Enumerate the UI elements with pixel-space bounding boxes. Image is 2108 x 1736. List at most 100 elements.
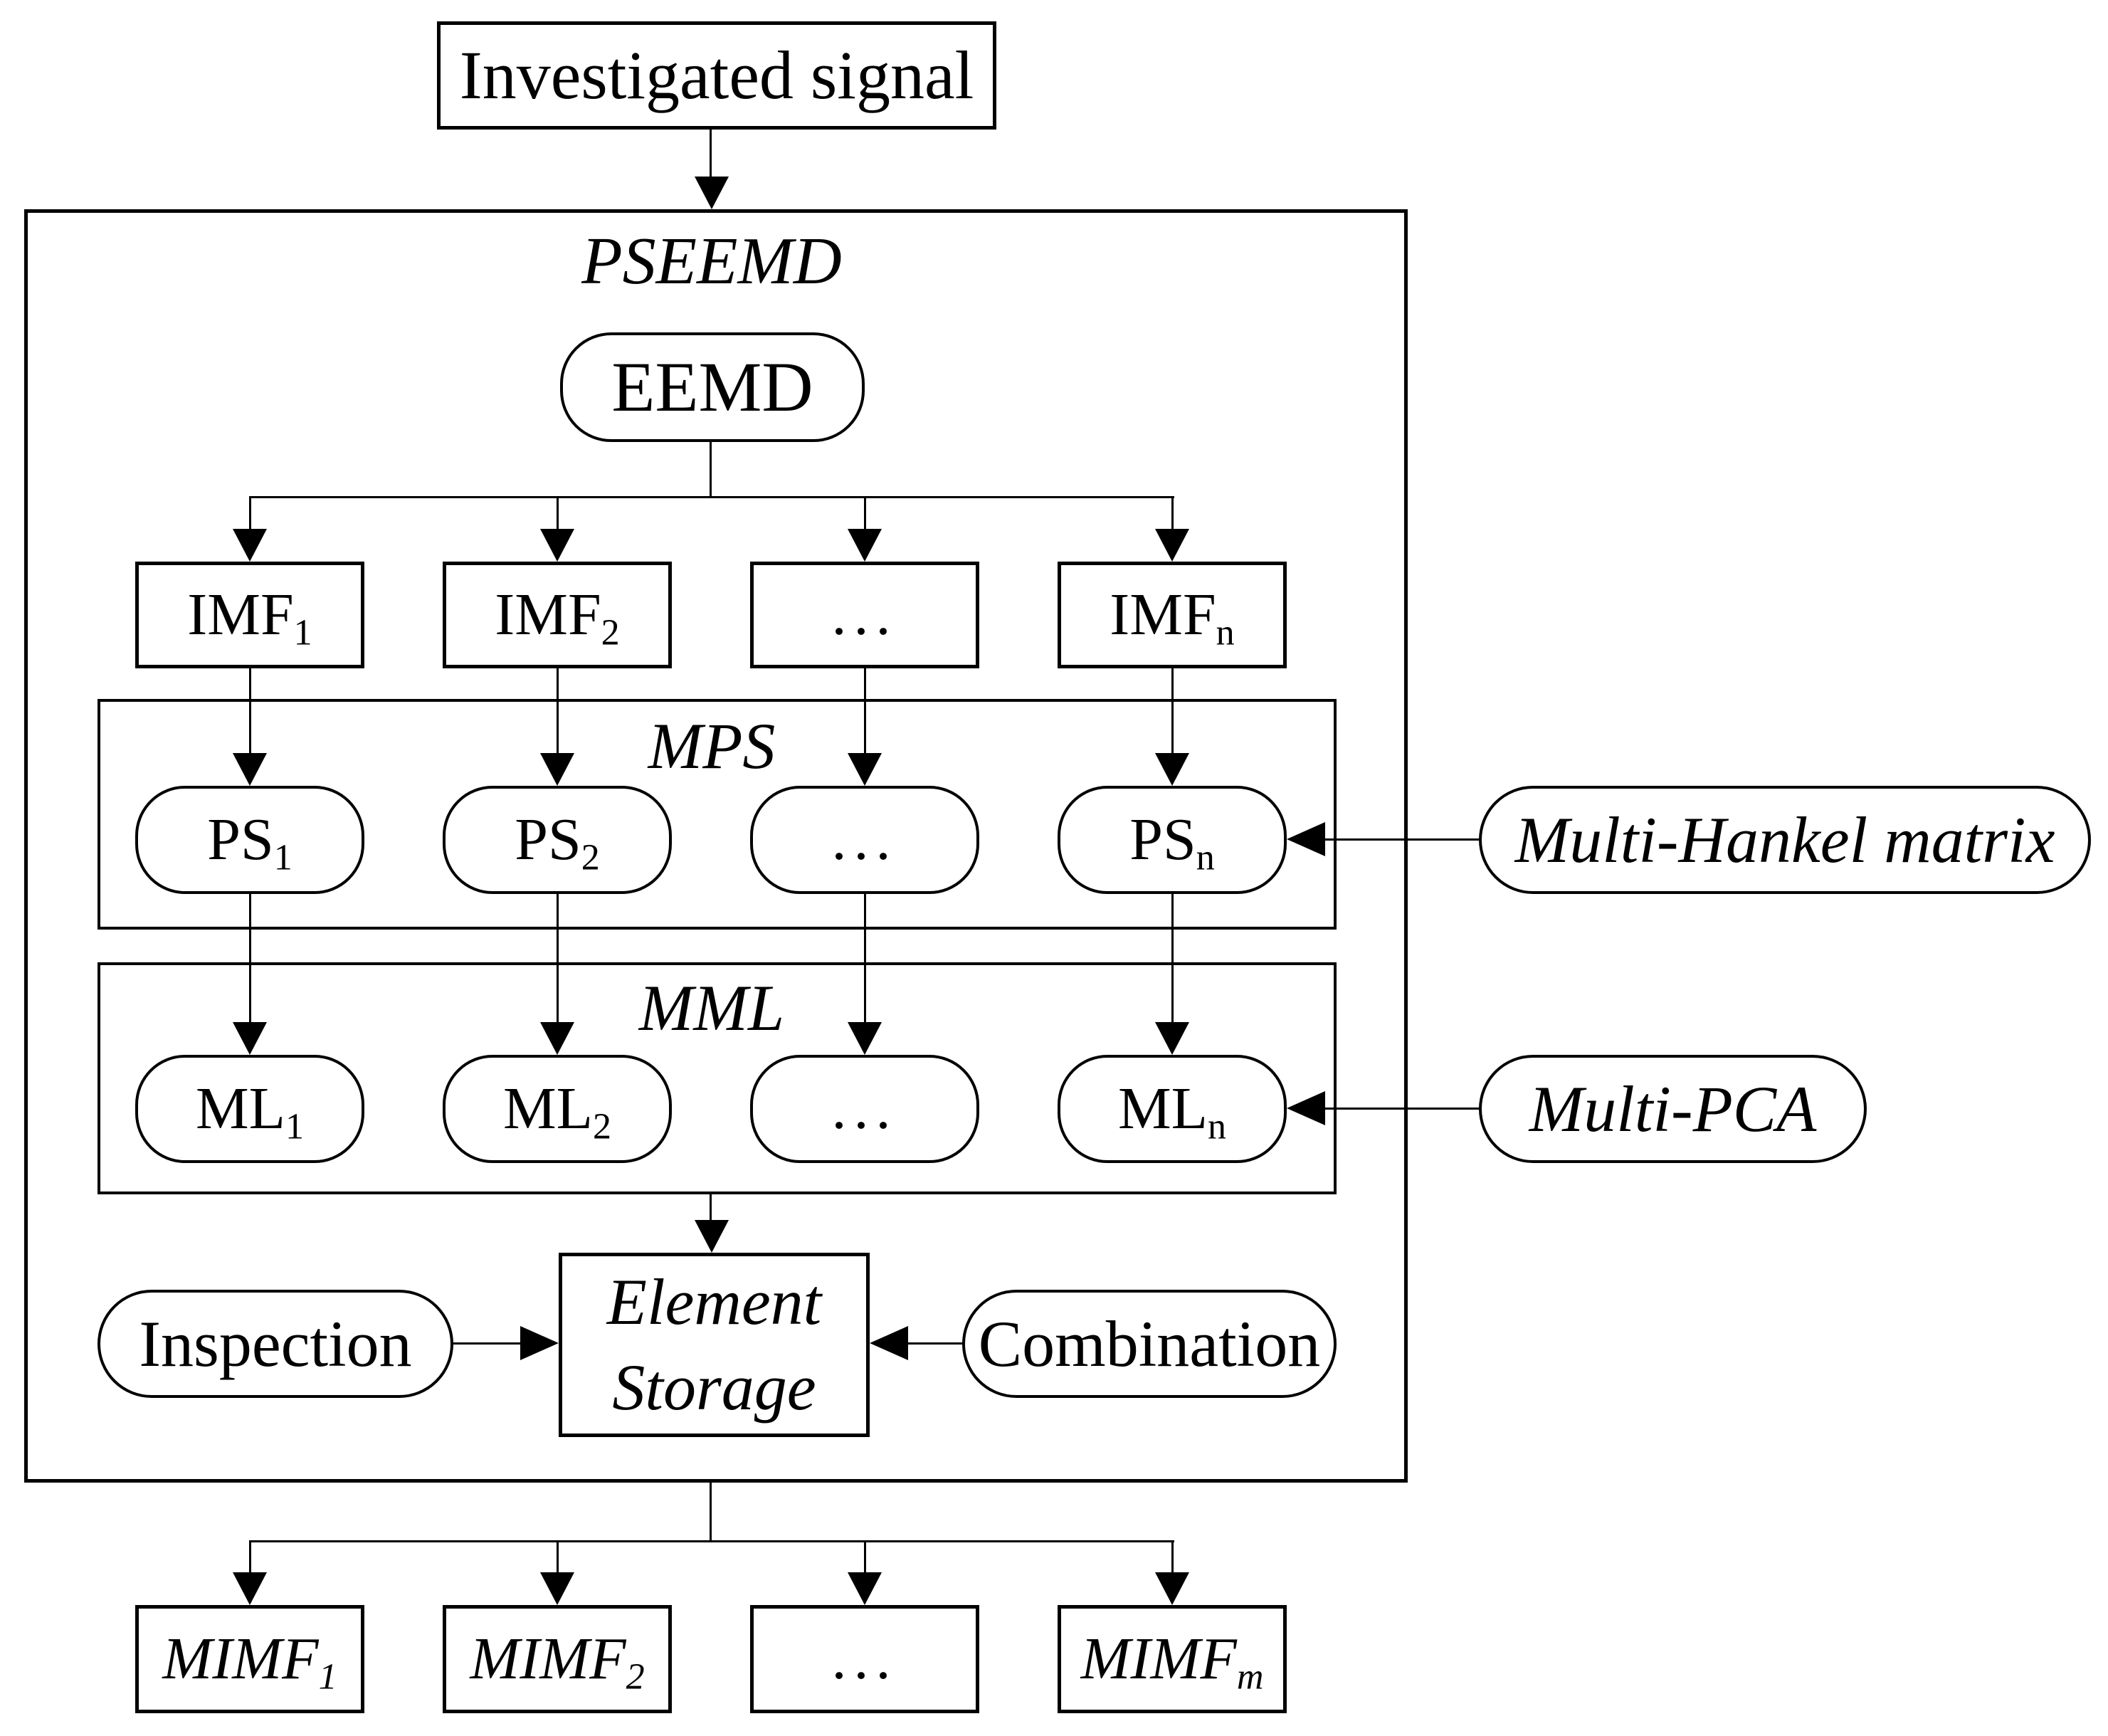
mimf-m-box: MIMFm: [1058, 1605, 1287, 1713]
mimf-m-label: MIMFm: [1081, 1629, 1264, 1696]
imf-2-base: IMF: [495, 582, 601, 648]
mimf-2-label: MIMF2: [470, 1626, 644, 1696]
multi-hankel-label: Multi-Hankel matrix: [1514, 804, 2055, 876]
imf-n-label: IMFn: [1110, 585, 1234, 652]
multi-hankel-node: Multi-Hankel matrix: [1479, 786, 2091, 894]
arrowhead-imf3-icon: [848, 529, 882, 562]
multi-pca-label: Multi-PCA: [1529, 1073, 1817, 1145]
combination-label: Combination: [978, 1308, 1321, 1380]
ps-n-node: PSn: [1058, 786, 1287, 894]
imf-1-box: IMF1: [135, 562, 364, 668]
inspection-label: Inspection: [139, 1308, 412, 1380]
ml-1-label: ML1: [196, 1079, 304, 1146]
connector-imf3-drop: [864, 496, 866, 530]
ps-2-base: PS: [515, 806, 581, 873]
imf-1-sub: 1: [293, 612, 312, 653]
ps-n-base: PS: [1129, 806, 1196, 873]
investigated-signal-box: Investigated signal: [437, 21, 996, 130]
imf-dots-label: ...: [832, 585, 898, 645]
ml-n-label: MLn: [1118, 1079, 1226, 1146]
mimf-1-label: MIMF1: [162, 1626, 337, 1696]
ml-dots-base: ...: [831, 1075, 898, 1142]
connector-multi-pca-line: [1322, 1108, 1479, 1110]
element-storage-line2: Storage: [612, 1350, 816, 1424]
ps-1-node: PS1: [135, 786, 364, 894]
imf-n-box: IMFn: [1058, 562, 1287, 668]
arrowhead-ps4-icon: [1155, 753, 1189, 786]
arrowhead-imf4-icon: [1155, 529, 1189, 562]
mimf-1-base: MIMF: [162, 1626, 319, 1692]
arrowhead-mimf4-icon: [1155, 1572, 1189, 1605]
mimf-dots-base: ...: [831, 1626, 898, 1692]
distributor-bottom-line: [249, 1540, 1174, 1542]
ps-1-sub: 1: [273, 837, 293, 878]
connector-storage-stem: [710, 1194, 712, 1223]
connector-mimf4-drop: [1171, 1540, 1174, 1574]
element-storage-box: Element Storage: [559, 1253, 870, 1437]
ps-n-label: PSn: [1129, 810, 1214, 877]
ml-dots-label: ...: [832, 1079, 898, 1139]
arrowhead-ps1-icon: [233, 753, 267, 786]
connector-eemd-stem: [710, 442, 712, 498]
connector-ps2-stem: [557, 668, 559, 754]
imf-1-base: IMF: [187, 582, 294, 648]
connector-ps1-stem: [249, 668, 251, 754]
arrowhead-ml4-icon: [1155, 1022, 1189, 1055]
element-storage-label: Element Storage: [607, 1260, 821, 1430]
arrowhead-multi-pca-icon: [1287, 1091, 1325, 1125]
connector-ml4-stem: [1171, 894, 1174, 1024]
arrowhead-mimf2-icon: [540, 1572, 574, 1605]
arrowhead-imf1-icon: [233, 529, 267, 562]
arrowhead-ml2-icon: [540, 1022, 574, 1055]
connector-imf2-drop: [557, 496, 559, 530]
ml-2-label: ML2: [503, 1079, 611, 1146]
mimf-2-base: MIMF: [470, 1626, 626, 1692]
connector-ml1-stem: [249, 894, 251, 1024]
mimf-dots-box: ...: [750, 1605, 979, 1713]
mimf-2-sub: 2: [626, 1656, 645, 1698]
pseemd-container: [24, 209, 1408, 1483]
ml-1-node: ML1: [135, 1055, 364, 1163]
connector-ps3-stem: [864, 668, 866, 754]
ml-dots-node: ...: [750, 1055, 979, 1163]
arrowhead-signal-icon: [695, 177, 729, 209]
connector-output-stem: [710, 1483, 712, 1542]
ml-n-base: ML: [1117, 1075, 1208, 1142]
arrowhead-inspection-icon: [520, 1326, 559, 1360]
imf-1-label: IMF1: [187, 582, 312, 652]
connector-imf1-drop: [249, 496, 251, 530]
arrowhead-mimf1-icon: [233, 1572, 267, 1605]
mimf-m-sub: m: [1236, 1656, 1264, 1698]
connector-ml2-stem: [557, 894, 559, 1024]
ps-1-base: PS: [207, 806, 274, 873]
connector-ml3-stem: [864, 894, 866, 1024]
connector-multi-hankel-line: [1322, 838, 1479, 841]
ml-n-node: MLn: [1058, 1055, 1287, 1163]
imf-dots-base: ...: [831, 582, 898, 648]
connector-signal-line: [710, 130, 712, 179]
arrowhead-storage-icon: [695, 1220, 729, 1253]
ml-2-node: ML2: [443, 1055, 672, 1163]
element-storage-line1: Element: [606, 1265, 822, 1338]
mml-label: MML: [638, 972, 785, 1044]
arrowhead-multi-hankel-icon: [1287, 822, 1325, 856]
mml-container: [98, 962, 1337, 1194]
mimf-1-sub: 1: [318, 1656, 337, 1698]
connector-imf4-drop: [1171, 496, 1174, 530]
connector-mimf1-drop: [249, 1540, 251, 1574]
ps-2-label: PS2: [515, 810, 599, 877]
ml-2-sub: 2: [592, 1106, 612, 1147]
arrowhead-imf2-icon: [540, 529, 574, 562]
ps-1-label: PS1: [207, 810, 292, 877]
arrowhead-ml1-icon: [233, 1022, 267, 1055]
imf-2-sub: 2: [601, 612, 620, 653]
pseemd-label: PSEEMD: [581, 224, 842, 298]
mimf-1-box: MIMF1: [135, 1605, 364, 1713]
connector-mimf2-drop: [557, 1540, 559, 1574]
distributor-top-line: [249, 496, 1174, 498]
ml-1-base: ML: [195, 1075, 285, 1142]
ps-n-sub: n: [1196, 837, 1215, 878]
ps-dots-label: ...: [832, 810, 898, 870]
mps-container: [98, 699, 1337, 930]
